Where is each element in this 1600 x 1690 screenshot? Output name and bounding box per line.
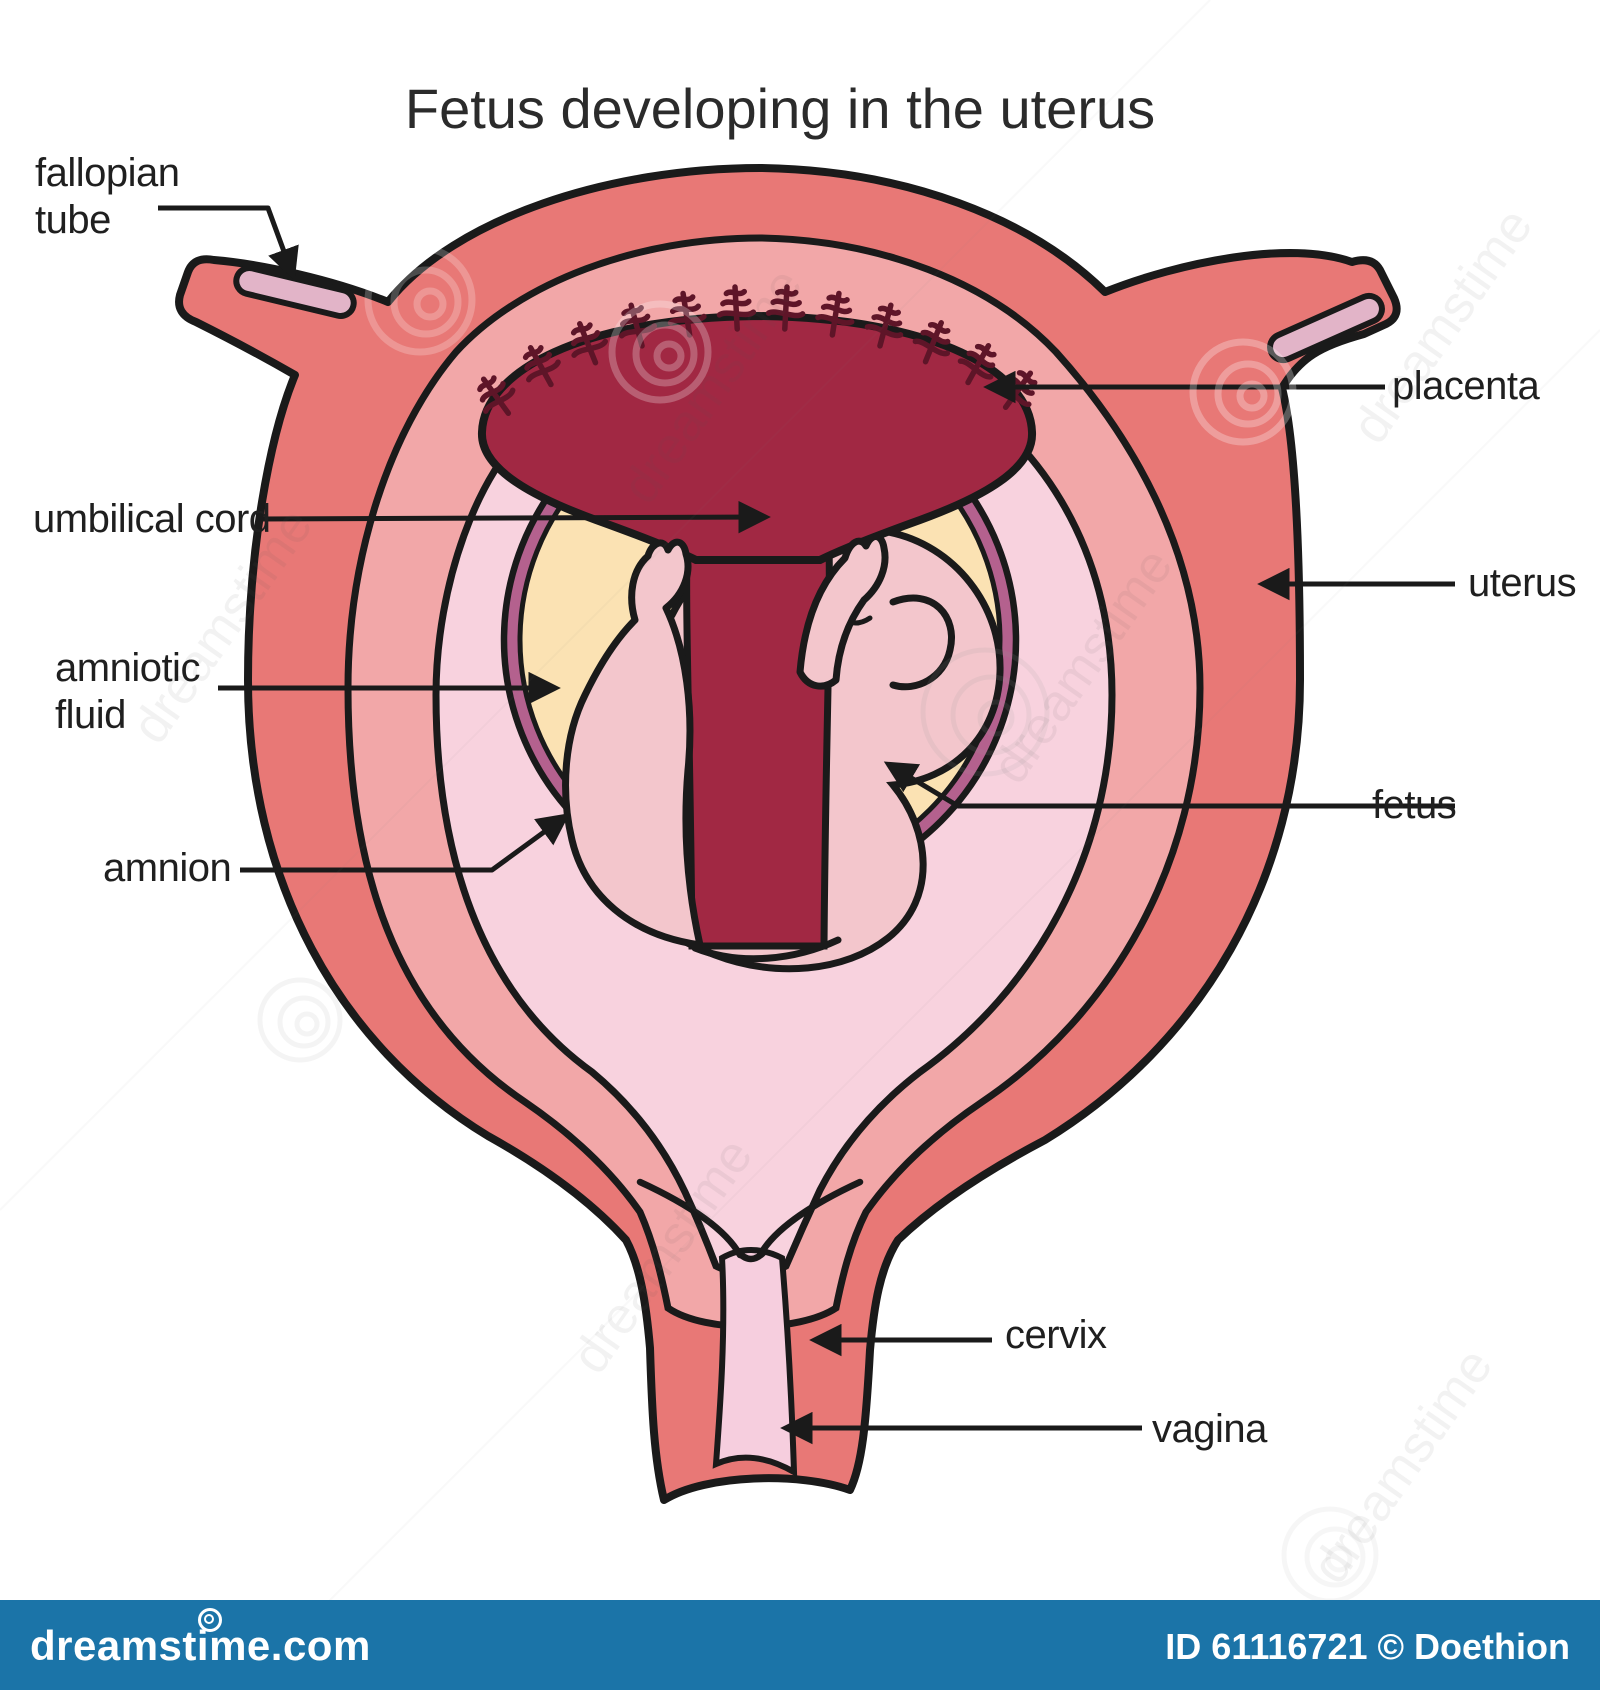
page-title: Fetus developing in the uterus <box>404 77 1156 140</box>
stock-footer-bar: dreamstime.com ID 61116721 © Doethion <box>0 1600 1600 1690</box>
umbilical-cord <box>683 496 833 950</box>
fetus-belly-line <box>691 936 842 963</box>
label-amniotic-fluid: amniotic fluid <box>55 646 200 738</box>
label-fetus: fetus <box>1372 783 1457 827</box>
label-vagina: vagina <box>1152 1407 1267 1451</box>
umbilical-cord-arrow <box>259 500 771 534</box>
fallopian-lumen-right <box>1267 292 1385 364</box>
vaginal-canal <box>712 1247 798 1478</box>
fetus-ear <box>889 594 955 691</box>
cervix-region <box>636 1178 864 1263</box>
fetus-arrow <box>883 761 1455 809</box>
label-uterus: uterus <box>1468 561 1577 605</box>
amnion-arrow <box>240 813 570 873</box>
brand-swirl-icon <box>198 1608 222 1632</box>
fallopian-tube-right <box>1267 292 1385 364</box>
fetus-arm <box>796 533 889 690</box>
cervical-os <box>734 1248 768 1263</box>
fetus-leg <box>562 538 704 949</box>
fallopian-tube-arrow <box>158 205 299 281</box>
label-placenta: placenta <box>1392 364 1540 408</box>
label-arrows <box>158 205 1455 1445</box>
label-fallopian-tube: fallopian tube <box>35 151 180 243</box>
stock-brand: dreamstime.com <box>30 1622 371 1669</box>
label-umbilical-cord: umbilical cord <box>33 497 271 541</box>
label-cervix: cervix <box>1005 1313 1107 1357</box>
label-amnion: amnion <box>103 846 232 890</box>
image-credit: ID 61116721 © Doethion <box>1165 1626 1570 1667</box>
